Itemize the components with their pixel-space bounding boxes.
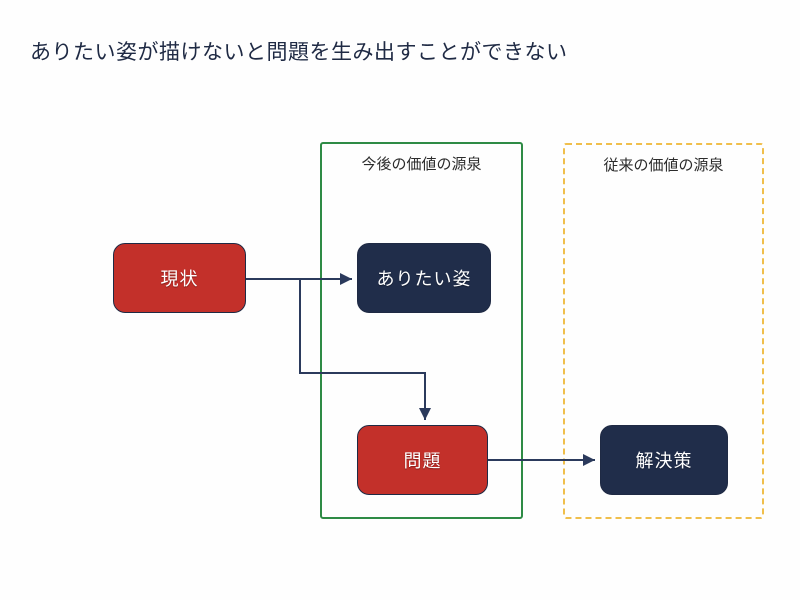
page-title: ありたい姿が描けないと問題を生み出すことができない — [30, 41, 568, 64]
region-legacy-value-source: 従来の価値の源泉 — [563, 143, 764, 519]
node-aritaisugata-label: ありたい姿 — [376, 269, 472, 289]
node-genjo[interactable]: 現状 — [113, 243, 246, 313]
node-mondai[interactable]: 問題 — [357, 425, 488, 495]
node-mondai-label: 問題 — [403, 451, 442, 471]
node-kaiketsusaku-label: 解決策 — [635, 451, 693, 471]
region-legacy-value-source-label: 従来の価値の源泉 — [603, 157, 724, 174]
node-genjo-label: 現状 — [160, 269, 199, 289]
region-future-value-source-label: 今後の価値の源泉 — [361, 156, 482, 173]
node-kaiketsusaku[interactable]: 解決策 — [600, 425, 728, 495]
node-aritaisugata[interactable]: ありたい姿 — [357, 243, 491, 313]
